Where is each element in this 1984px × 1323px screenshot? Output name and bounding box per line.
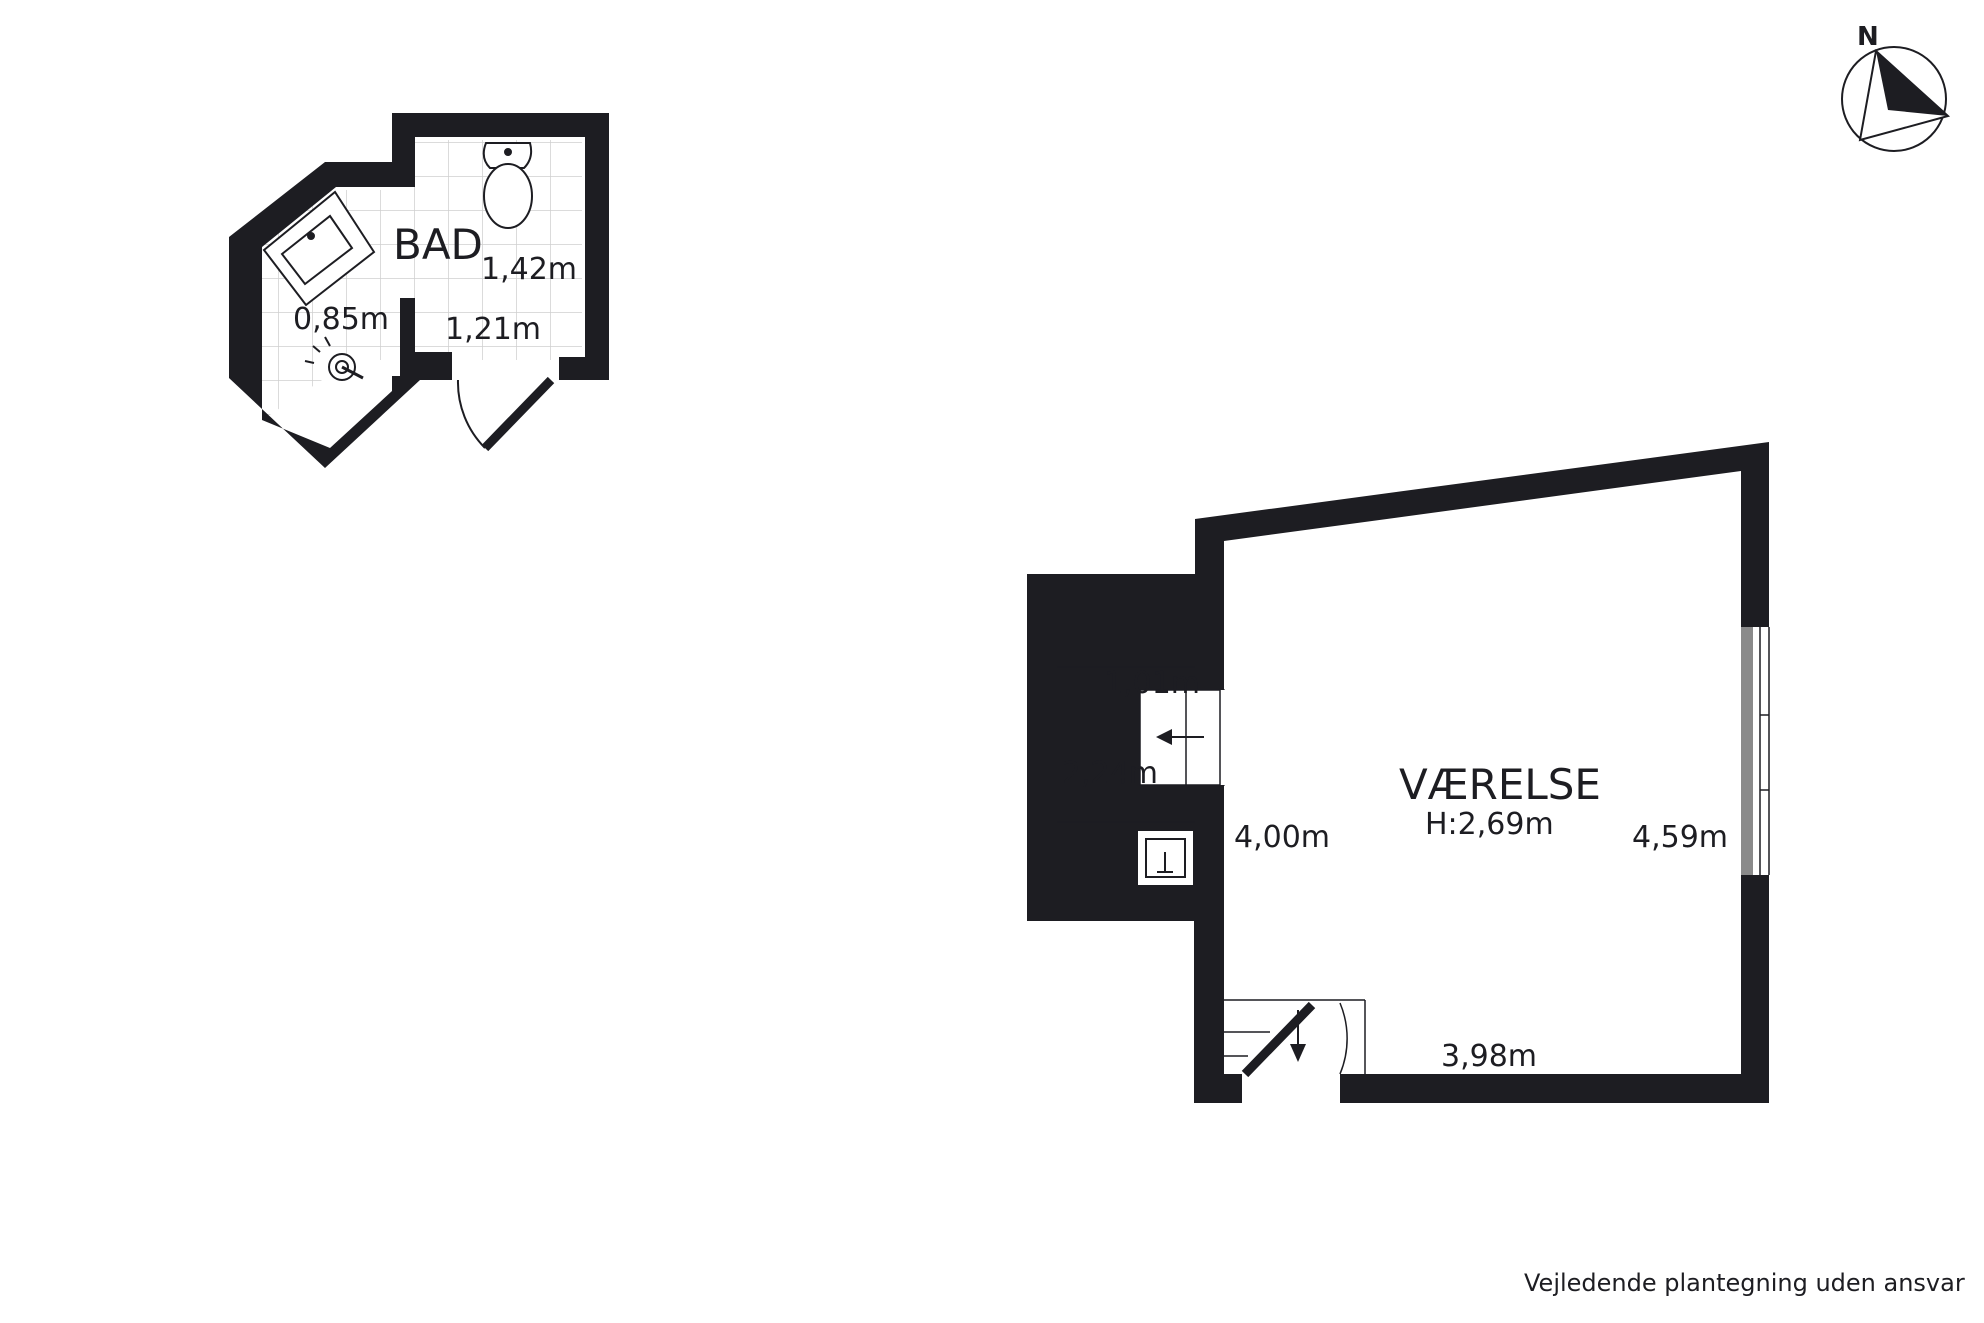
shower-drain-icon (304, 336, 364, 381)
main-room (1027, 442, 1770, 1103)
sink-icon (262, 190, 376, 307)
room-dim-left: 4,00m (1234, 820, 1331, 855)
room-name: VÆRELSE (1399, 760, 1601, 809)
bathroom-name: BAD (393, 220, 483, 269)
toilet-icon (482, 142, 533, 229)
stair-door[interactable] (1241, 1001, 1316, 1078)
staircase-icon (1224, 999, 1366, 1075)
window (1741, 627, 1770, 875)
bathroom-partition-foot (400, 352, 452, 380)
room-dim-right: 4,59m (1632, 820, 1729, 855)
main-room-wall-stub (1194, 1074, 1242, 1103)
bathroom-door[interactable] (456, 376, 555, 452)
disclaimer: Vejledende plantegning uden ansvar (1524, 1269, 1965, 1297)
room-height: H:2,69m (1425, 807, 1554, 842)
bathroom-dim-left: 0,85m (293, 302, 390, 337)
sink-icon (1136, 829, 1195, 887)
bathroom-dim-top: 1,42m (481, 252, 578, 287)
alcove-dim-side: 2,24m (1062, 756, 1159, 791)
bathroom (229, 113, 609, 468)
room-dim-bottom: 3,98m (1441, 1039, 1538, 1074)
north-arrow-icon (1841, 46, 1951, 152)
bathroom-dim-right: 1,21m (445, 312, 542, 347)
compass-label: N (1857, 22, 1879, 52)
alcove-dim-top: 1,01m (1104, 666, 1201, 701)
direction-arrow-icon (1156, 729, 1204, 745)
main-room-walls (1027, 442, 1769, 1103)
